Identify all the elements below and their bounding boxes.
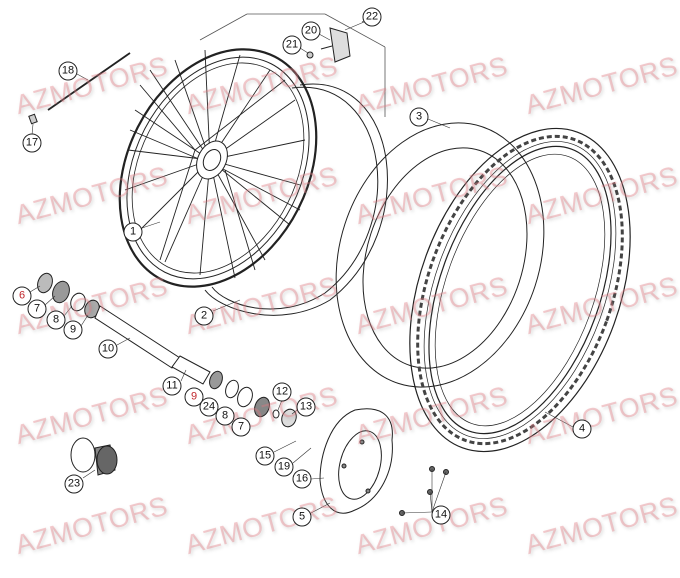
callout-14[interactable]: 14 <box>431 505 451 525</box>
tyre <box>409 127 631 453</box>
leader-lines <box>29 21 574 514</box>
rim-lock-part <box>306 27 351 63</box>
callout-21[interactable]: 21 <box>282 35 302 55</box>
callout-8-left[interactable]: 8 <box>46 310 66 330</box>
axle-assembly <box>37 272 297 428</box>
callout-19[interactable]: 19 <box>274 457 294 477</box>
callout-20[interactable]: 20 <box>301 21 321 41</box>
callout-22[interactable]: 22 <box>362 7 382 27</box>
spoke-and-nipple <box>28 52 131 125</box>
callout-16[interactable]: 16 <box>292 469 312 489</box>
inner-tube <box>335 122 545 388</box>
brake-disc <box>319 408 393 514</box>
callout-2[interactable]: 2 <box>194 306 214 326</box>
callout-3[interactable]: 3 <box>409 107 429 127</box>
callout-11[interactable]: 11 <box>162 376 182 396</box>
callout-10[interactable]: 10 <box>98 339 118 359</box>
callout-17[interactable]: 17 <box>22 133 42 153</box>
callout-18[interactable]: 18 <box>58 61 78 81</box>
callout-1[interactable]: 1 <box>123 222 143 242</box>
callout-15[interactable]: 15 <box>255 446 275 466</box>
callout-24[interactable]: 24 <box>199 397 219 417</box>
callout-9-left[interactable]: 9 <box>63 320 83 340</box>
callout-5[interactable]: 5 <box>292 507 312 527</box>
callout-23[interactable]: 23 <box>64 474 84 494</box>
callout-6[interactable]: 6 <box>12 286 32 306</box>
callout-8-right[interactable]: 8 <box>215 406 235 426</box>
callout-4[interactable]: 4 <box>572 419 592 439</box>
callout-7-left[interactable]: 7 <box>27 299 47 319</box>
spoked-wheel <box>118 48 318 288</box>
hub-part <box>70 437 118 476</box>
callout-9-right[interactable]: 9 <box>184 387 204 407</box>
callout-7-right[interactable]: 7 <box>231 417 251 437</box>
rim-tape <box>204 83 388 316</box>
callout-12[interactable]: 12 <box>272 382 292 402</box>
callout-13[interactable]: 13 <box>296 397 316 417</box>
